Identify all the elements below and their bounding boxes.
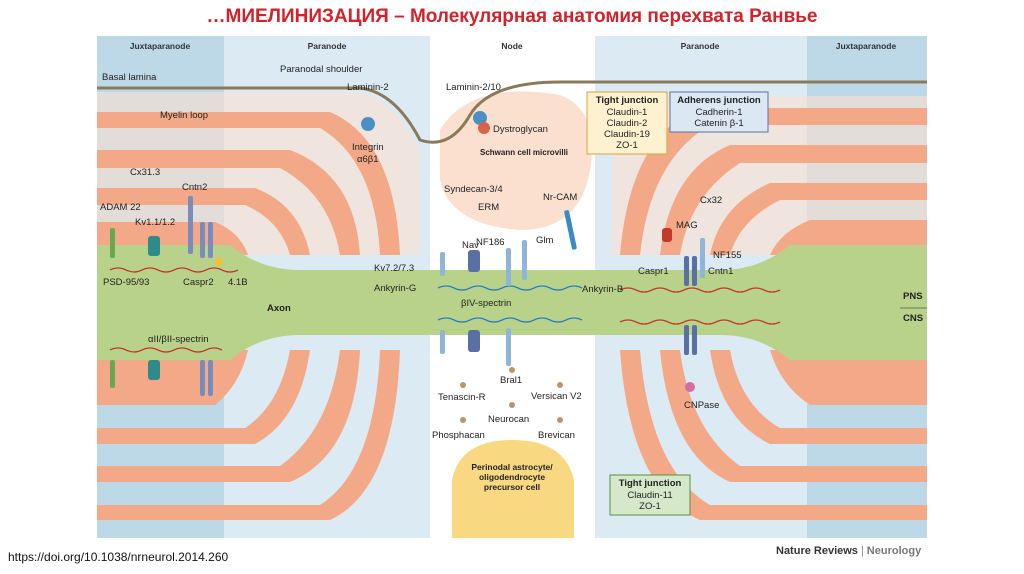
gldn-protein xyxy=(522,240,527,280)
mag-protein xyxy=(662,228,672,242)
kv72-channel-b xyxy=(440,330,445,354)
myelin-loop-right-b4 xyxy=(770,350,927,405)
nf186-protein-b xyxy=(506,328,511,366)
nf155-protein xyxy=(700,238,705,278)
caspr2-protein-2 xyxy=(208,222,213,258)
myelin-loop-left-2 xyxy=(97,150,360,255)
myelin-loop-left-b3 xyxy=(97,350,310,444)
myelin-loop-right-b3 xyxy=(710,350,927,444)
region-juxtaparanode-right: Juxtaparanode xyxy=(836,41,897,51)
myelin-loop-left-b2 xyxy=(97,350,360,482)
caspr1-protein xyxy=(684,256,689,286)
spectrin-line-right-top xyxy=(619,287,781,293)
kv11-channel-b xyxy=(148,360,160,380)
laminin2-10-protein xyxy=(473,111,487,125)
perinodal-cell xyxy=(452,440,574,538)
caspr2-protein-b2 xyxy=(208,360,213,396)
cntn1-protein xyxy=(692,256,697,286)
nav-channel xyxy=(468,250,480,272)
myelin-loop-left-1 xyxy=(97,112,400,255)
brevican-dot xyxy=(557,417,563,423)
nrcam-protein xyxy=(564,210,577,250)
spectrin-line-node-mid xyxy=(437,317,583,323)
caspr2-protein xyxy=(200,222,205,258)
neurocan-dot xyxy=(509,402,515,408)
adam22-protein-b xyxy=(110,360,115,388)
versican-dot xyxy=(557,382,563,388)
region-node: Node xyxy=(501,41,523,51)
slide-title: …МИЕЛИНИЗАЦИЯ – Молекулярная анатомия пе… xyxy=(206,6,818,27)
publisher-name: Nature Reviews xyxy=(776,545,858,557)
myelin-loop-right-2 xyxy=(660,145,927,255)
nav-channel-b xyxy=(468,330,480,352)
cntn1-protein-b xyxy=(692,325,697,355)
region-paranode-right: Paranode xyxy=(681,41,720,51)
myelin-loop-left-3 xyxy=(97,188,310,255)
journal-name: Neurology xyxy=(866,545,922,557)
dystroglycan-protein xyxy=(478,122,490,134)
bral1-dot xyxy=(509,367,515,373)
cntn2-protein xyxy=(188,196,193,254)
tenascin-dot xyxy=(460,382,466,388)
basal-lamina xyxy=(97,80,927,144)
region-juxtaparanode-left: Juxtaparanode xyxy=(130,41,191,51)
adherens-junction-box xyxy=(669,91,769,133)
caspr1-protein-b xyxy=(684,325,689,355)
schwann-microvilli xyxy=(440,91,592,231)
myelin-loop-right-b2 xyxy=(660,350,927,482)
tight-junction-top-box xyxy=(586,91,668,155)
cnpase-protein xyxy=(685,382,695,392)
doi-link[interactable]: https://doi.org/10.1038/nrneurol.2014.26… xyxy=(8,550,229,564)
kv72-channel xyxy=(440,252,445,276)
nf186-protein xyxy=(506,248,511,286)
spectrin-line-right-bottom xyxy=(619,319,781,325)
tight-junction-bottom-box xyxy=(609,474,691,516)
myelin-loop-right-3 xyxy=(710,183,927,255)
myelin-loop-right-1 xyxy=(620,108,927,255)
spectrin-line-node-top xyxy=(437,285,583,291)
journal-credit: Nature Reviews|Neurology xyxy=(776,545,922,557)
region-paranode-left: Paranode xyxy=(308,41,347,51)
spectrin-line-left-bottom xyxy=(109,347,223,353)
b41-dot xyxy=(215,258,223,266)
spectrin-line-left-top xyxy=(109,267,239,273)
phosphacan-dot xyxy=(460,417,466,423)
adam22-protein xyxy=(110,228,115,258)
laminin2-protein xyxy=(361,117,375,131)
caspr2-protein-b xyxy=(200,360,205,396)
kv11-channel xyxy=(148,236,160,256)
axon xyxy=(97,245,927,360)
